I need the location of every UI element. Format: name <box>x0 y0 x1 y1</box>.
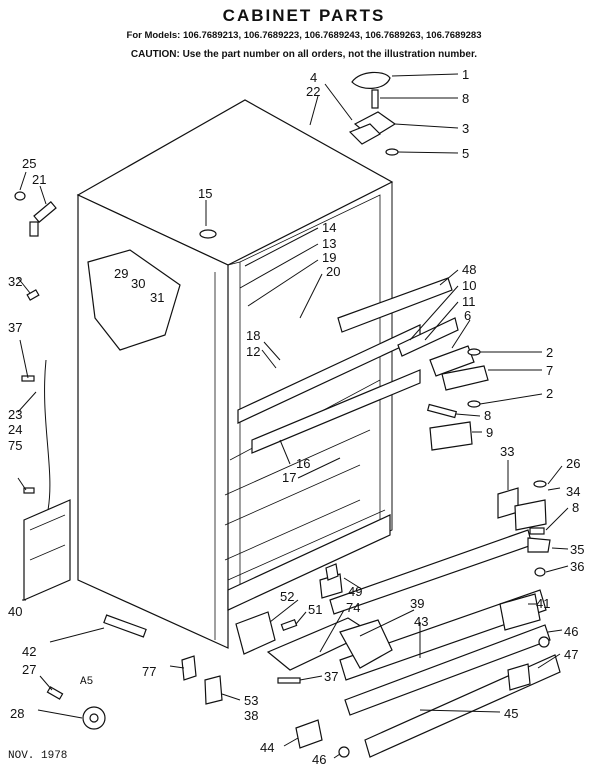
callout-48: 48 <box>462 262 476 277</box>
hinge-screw <box>371 89 379 109</box>
callout-2a: 2 <box>546 345 553 360</box>
callout-10: 10 <box>462 278 476 293</box>
callout-2b: 2 <box>546 386 553 401</box>
callout-45: 45 <box>504 706 518 721</box>
lower-parts <box>46 563 550 758</box>
callout-44: 44 <box>260 740 274 755</box>
callout-42: 42 <box>22 644 36 659</box>
callout-31: 31 <box>150 290 164 305</box>
callout-40: 40 <box>8 604 22 619</box>
callout-25: 25 <box>22 156 36 171</box>
cabinet-body <box>23 99 421 649</box>
callout-9: 9 <box>486 425 493 440</box>
callout-14: 14 <box>322 220 336 235</box>
models-line: For Models: 106.7689213, 106.7689223, 10… <box>126 30 482 41</box>
callout-52: 52 <box>280 589 294 604</box>
callout-6: 6 <box>464 308 471 323</box>
callout-20: 20 <box>326 264 340 279</box>
callout-37a: 37 <box>8 320 22 335</box>
callout-8b: 8 <box>484 408 491 423</box>
callout-13: 13 <box>322 236 336 251</box>
callout-22: 22 <box>306 84 320 99</box>
callout-12: 12 <box>246 344 260 359</box>
revision-date: NOV. 1978 <box>8 750 68 762</box>
callout-16: 16 <box>296 456 310 471</box>
callout-33: 33 <box>500 444 514 459</box>
callout-37b: 37 <box>324 669 338 684</box>
callout-29: 29 <box>114 266 128 281</box>
callout-53: 53 <box>244 693 258 708</box>
callout-77: 77 <box>142 664 156 679</box>
callout-19: 19 <box>322 250 336 265</box>
callout-21: 21 <box>32 172 46 187</box>
right-hinge-parts <box>426 345 551 577</box>
plug <box>199 229 217 239</box>
callout-24: 24 <box>8 422 22 437</box>
callout-41: 41 <box>536 596 550 611</box>
hinge-cover <box>351 71 391 89</box>
callout-11: 11 <box>462 294 476 309</box>
callout-46b: 46 <box>312 752 326 767</box>
callout-28: 28 <box>10 706 24 721</box>
callout-46a: 46 <box>564 624 578 639</box>
top-hinge-parts <box>348 71 399 156</box>
callout-47: 47 <box>564 647 578 662</box>
callout-18: 18 <box>246 328 260 343</box>
callout-labels: 1 8 3 5 4 22 25 21 15 14 13 19 20 48 10 … <box>8 67 584 767</box>
leader-lines <box>17 73 569 759</box>
callout-7: 7 <box>546 363 553 378</box>
callout-26: 26 <box>566 456 580 471</box>
callout-75: 75 <box>8 438 22 453</box>
callout-32: 32 <box>8 274 22 289</box>
callout-49: 49 <box>348 584 362 599</box>
callout-36: 36 <box>570 559 584 574</box>
callout-8c: 8 <box>572 500 579 515</box>
callout-1: 1 <box>462 67 469 82</box>
caution-note: CAUTION: Use the part number on all orde… <box>130 49 478 60</box>
callout-23: 23 <box>8 407 22 422</box>
callout-74: 74 <box>346 600 360 615</box>
callout-15: 15 <box>198 186 212 201</box>
callout-39: 39 <box>410 596 424 611</box>
hinge-washer <box>385 148 399 156</box>
page-title: CABINET PARTS <box>222 6 386 25</box>
callout-51: 51 <box>308 602 322 617</box>
callout-4: 4 <box>310 70 317 85</box>
callout-35: 35 <box>570 542 584 557</box>
callout-8: 8 <box>462 91 469 106</box>
callout-43: 43 <box>414 614 428 629</box>
callout-38: 38 <box>244 708 258 723</box>
figure-code: A5 <box>80 676 94 688</box>
callout-3: 3 <box>462 121 469 136</box>
callout-34: 34 <box>566 484 580 499</box>
callout-27: 27 <box>22 662 36 677</box>
callout-17: 17 <box>282 470 296 485</box>
hinge-shim <box>348 123 381 145</box>
callout-5: 5 <box>462 146 469 161</box>
callout-30: 30 <box>131 276 145 291</box>
